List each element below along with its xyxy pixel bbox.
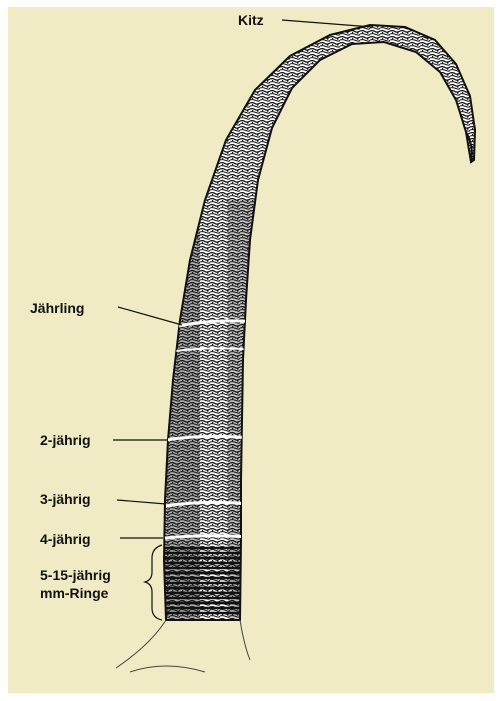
label-kitz: Kitz bbox=[238, 12, 264, 28]
horn-base bbox=[116, 620, 250, 672]
label-jaehrling: Jährling bbox=[30, 300, 84, 316]
label-mm-ringe: mm-Ringe bbox=[40, 585, 108, 601]
label-5-15-jaehrig: 5-15-jährig bbox=[40, 567, 111, 583]
label-3-jaehrig: 3-jährig bbox=[40, 491, 91, 507]
label-4-jaehrig: 4-jährig bbox=[40, 531, 91, 547]
horn-body bbox=[160, 25, 475, 620]
label-2-jaehrig: 2-jährig bbox=[40, 432, 91, 448]
